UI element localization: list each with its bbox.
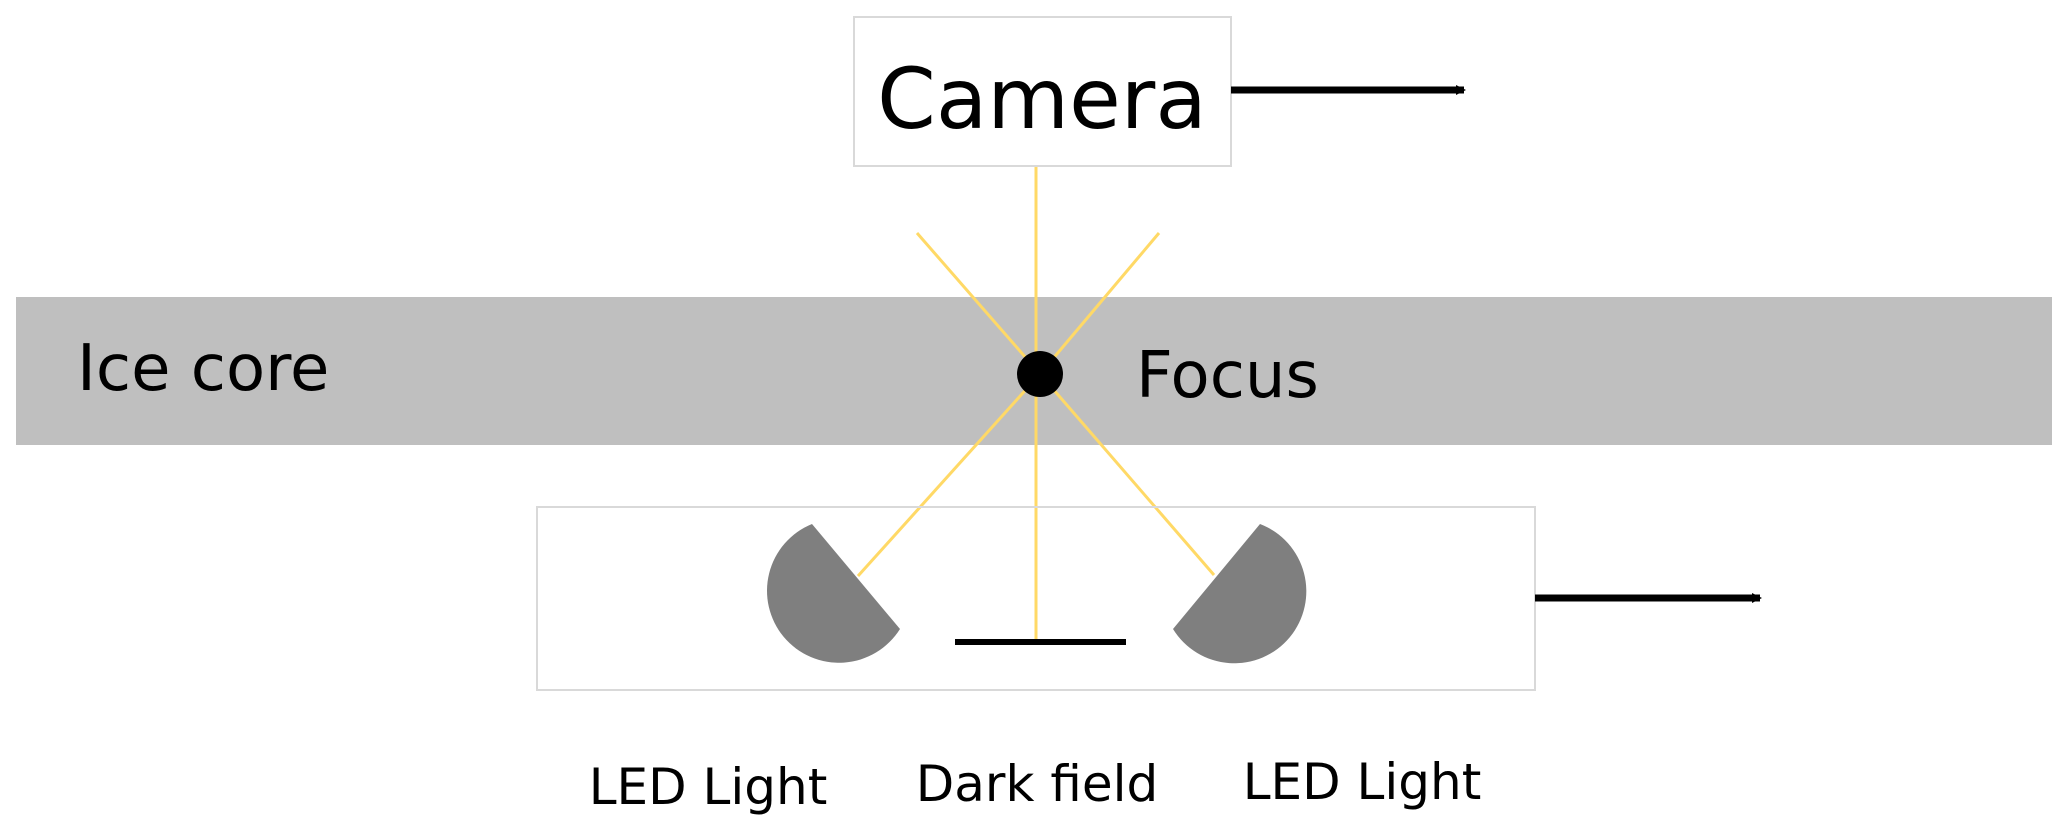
- left-upper-ray: [915, 232, 1042, 375]
- led-lamp-right-icon: [1173, 524, 1307, 664]
- light-rays: [856, 167, 1216, 640]
- focus-point-icon: [1017, 351, 1063, 397]
- camera-box: [853, 16, 1232, 167]
- left-led-ray: [856, 372, 1042, 578]
- right-led-ray: [1038, 373, 1216, 576]
- ice-core-label: Ice core: [77, 332, 329, 406]
- right-upper-ray: [1038, 232, 1161, 375]
- focus-label: Focus: [1136, 339, 1319, 413]
- camera-label: Camera: [877, 50, 1207, 148]
- led-light-right-label: LED Light: [1243, 753, 1482, 811]
- dark-field-label: Dark field: [916, 755, 1158, 813]
- led-lamp-left-icon: [767, 524, 900, 663]
- led-light-left-label: LED Light: [589, 758, 828, 816]
